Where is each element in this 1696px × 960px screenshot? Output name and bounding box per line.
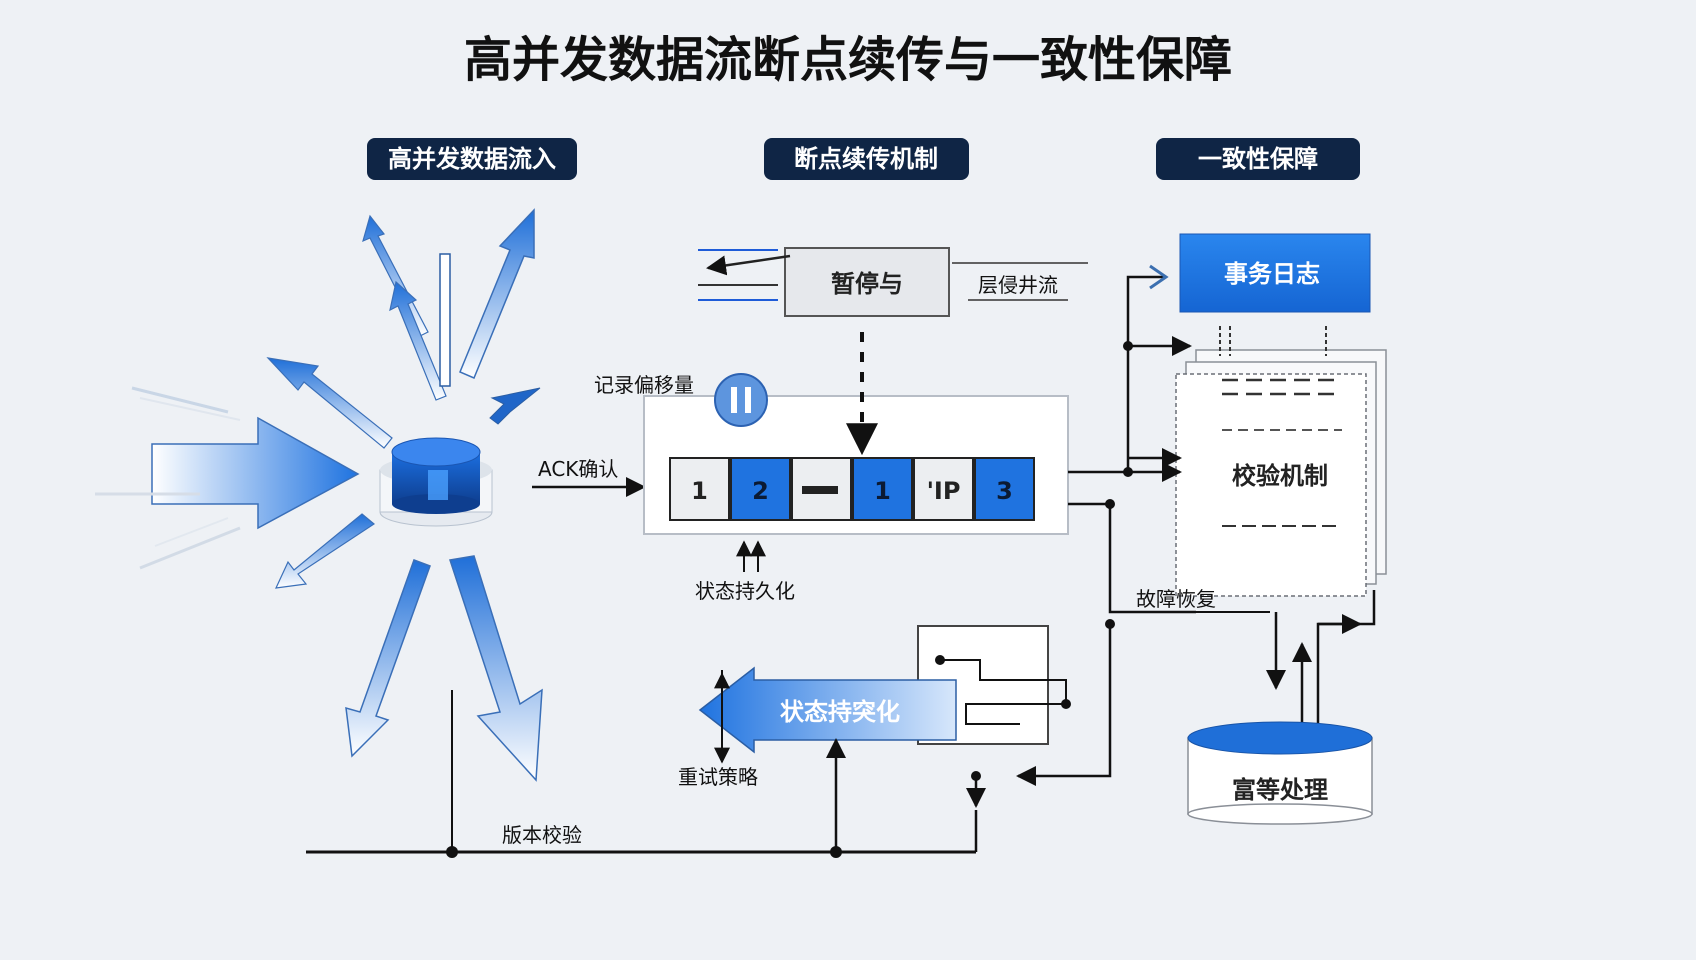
junction-dot bbox=[1061, 699, 1071, 709]
connector bbox=[1068, 275, 1166, 474]
section-pill-ingest: 高并发数据流入 bbox=[367, 138, 577, 180]
junction-dot bbox=[1105, 619, 1115, 629]
idempotent-db: 富等处理 bbox=[1187, 721, 1373, 825]
queue-cell-label: 1 bbox=[874, 477, 891, 505]
section-pill-resume: 断点续传机制 bbox=[764, 138, 969, 180]
queue-cell-label: 1 bbox=[691, 477, 708, 505]
fault-recovery-label: 故障恢复 bbox=[1136, 587, 1216, 611]
queue-cell bbox=[669, 457, 730, 521]
junction-dot bbox=[446, 846, 458, 858]
queue-buffer: 1 2 1 'IP 3 bbox=[669, 457, 1035, 521]
outbound-arrow-icon bbox=[459, 208, 535, 379]
resume-label: 层侵井流 bbox=[978, 273, 1058, 297]
outbound-arrow-icon bbox=[266, 357, 393, 449]
page-title: 高并发数据流断点续传与一致性保障 bbox=[464, 32, 1232, 88]
idempotent-label: 富等处理 bbox=[1232, 776, 1328, 804]
junction-dot bbox=[830, 846, 842, 858]
queue-cell bbox=[852, 457, 913, 521]
transaction-log-box: 事务日志 bbox=[1179, 233, 1371, 313]
section-pill-ingest-label: 高并发数据流入 bbox=[388, 145, 556, 173]
junction-dot bbox=[935, 655, 945, 665]
section-pill-resume-label: 断点续传机制 bbox=[794, 145, 938, 173]
stream-line-icon bbox=[154, 517, 229, 547]
queue-cell bbox=[913, 457, 974, 521]
ingest-burst bbox=[95, 208, 543, 782]
junction-dot bbox=[1123, 467, 1133, 477]
outbound-arrow-icon bbox=[489, 387, 541, 425]
offset-label: 记录偏移量 bbox=[594, 373, 694, 397]
connector bbox=[1016, 624, 1112, 786]
retry-label: 重试策略 bbox=[678, 765, 758, 789]
tx-log-label: 事务日志 bbox=[1224, 260, 1320, 288]
stream-line-icon bbox=[139, 526, 241, 570]
connector bbox=[1316, 590, 1376, 730]
outbound-arrow-icon bbox=[439, 253, 451, 387]
junction-dot bbox=[1123, 341, 1133, 351]
stream-line-icon bbox=[139, 397, 241, 421]
stream-line-icon bbox=[131, 386, 229, 414]
pause-resume-box bbox=[784, 247, 950, 317]
queue-cell-label: 3 bbox=[996, 477, 1013, 505]
state-persist-arrow-label: 状态持突化 bbox=[780, 698, 900, 726]
queue-cell-label: 2 bbox=[752, 477, 769, 505]
queue-cell bbox=[974, 457, 1035, 521]
queue-cell-marker-icon bbox=[802, 486, 838, 494]
outbound-arrow-icon bbox=[362, 214, 429, 337]
queue-cell bbox=[730, 457, 791, 521]
state-persist-arrow: 状态持突化 bbox=[698, 666, 957, 754]
pause-resume-label: 暂停与 bbox=[831, 270, 903, 298]
verify-document: 校验机制 bbox=[1175, 349, 1387, 597]
outbound-arrow-icon bbox=[389, 280, 447, 401]
inbound-arrow-icon bbox=[151, 416, 360, 530]
state-persist-label: 状态持久化 bbox=[695, 579, 795, 603]
database-icon bbox=[379, 437, 493, 527]
connector bbox=[940, 659, 1067, 725]
outbound-arrow-icon bbox=[345, 559, 431, 758]
outbound-arrow-icon bbox=[449, 555, 543, 782]
queue-cell-label: 'IP bbox=[927, 477, 961, 505]
junction-dot bbox=[971, 771, 981, 781]
ack-label: ACK确认 bbox=[538, 457, 618, 481]
section-pill-consistency-label: 一致性保障 bbox=[1198, 145, 1318, 173]
version-check-label: 版本校验 bbox=[502, 823, 582, 847]
outbound-arrow-icon bbox=[274, 513, 376, 589]
verify-label: 校验机制 bbox=[1232, 462, 1328, 490]
tx-log-arrow-icon bbox=[1149, 264, 1169, 290]
section-pill-consistency: 一致性保障 bbox=[1156, 138, 1360, 180]
pause-icon bbox=[714, 373, 768, 427]
junction-dot bbox=[1105, 499, 1115, 509]
stream-arrow-icon bbox=[706, 254, 791, 276]
